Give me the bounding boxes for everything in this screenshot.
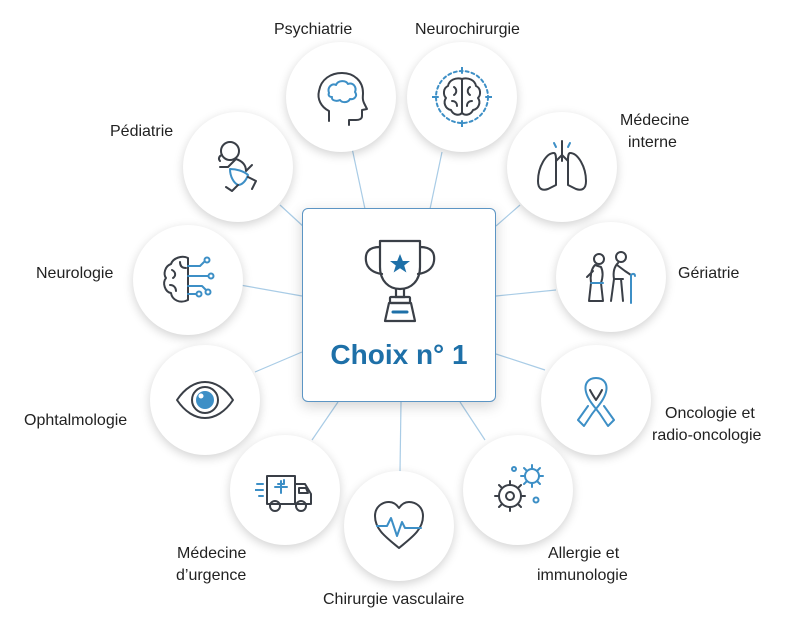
connector-neurochirurgie (429, 151, 443, 210)
label-geriatrie: Gériatrie (678, 265, 740, 282)
lungs-icon (537, 140, 587, 191)
node-pediatrie (183, 112, 293, 222)
node-ophtalmologie (150, 345, 260, 455)
node-geriatrie (556, 222, 666, 332)
connector-geriatrie (495, 289, 557, 297)
node-psychiatrie (286, 42, 396, 152)
label-medecine-interne-1: Médecine (620, 112, 690, 129)
label-oncologie-2: radio-oncologie (652, 427, 762, 444)
connector-psychiatrie (351, 147, 366, 210)
connector-pediatrie (279, 204, 306, 229)
label-chirurgie-vasculaire: Chirurgie vasculaire (323, 591, 465, 608)
ambulance-icon (255, 475, 312, 512)
node-medecine-interne (507, 112, 617, 222)
ribbon-icon (577, 377, 615, 427)
label-neurologie: Neurologie (36, 265, 114, 282)
eye-icon (176, 381, 234, 419)
connector-oncologie (495, 353, 546, 371)
center-box: Choix n° 1 (302, 208, 496, 402)
heart-pulse-icon (374, 501, 424, 549)
node-neurologie (133, 225, 243, 335)
label-oncologie-1: Oncologie et (665, 405, 755, 422)
baby-icon (217, 141, 257, 192)
label-medecine-urgence-1: Médecine (177, 545, 247, 562)
virus-icon (494, 464, 544, 512)
connector-medecine-urgence (311, 401, 339, 441)
node-neurochirurgie (407, 42, 517, 152)
connector-ophtalmologie (254, 351, 303, 373)
label-ophtalmologie: Ophtalmologie (24, 412, 128, 429)
connector-medecine-interne (495, 204, 521, 227)
label-allergie-2: immunologie (537, 567, 628, 584)
node-chirurgie-vasculaire (344, 471, 454, 581)
label-pediatrie: Pédiatrie (110, 123, 174, 140)
head-brain-icon (317, 72, 368, 126)
label-allergie-1: Allergie et (548, 545, 620, 562)
brain-circuit-icon (163, 255, 215, 303)
brain-target-icon (432, 67, 492, 127)
node-oncologie (541, 345, 651, 455)
label-neurochirurgie: Neurochirurgie (415, 21, 520, 38)
node-medecine-urgence (230, 435, 340, 545)
label-medecine-interne-2: interne (628, 134, 677, 151)
label-medecine-urgence-2: d’urgence (176, 567, 247, 584)
center-title: Choix n° 1 (330, 339, 468, 370)
connector-chirurgie-vasculaire (399, 401, 402, 473)
connector-allergie (459, 401, 486, 441)
node-allergie (463, 435, 573, 545)
connector-neurologie (239, 284, 303, 297)
trophy-icon (364, 239, 436, 323)
elderly-couple-icon (586, 251, 636, 304)
label-psychiatrie: Psychiatrie (274, 21, 353, 38)
